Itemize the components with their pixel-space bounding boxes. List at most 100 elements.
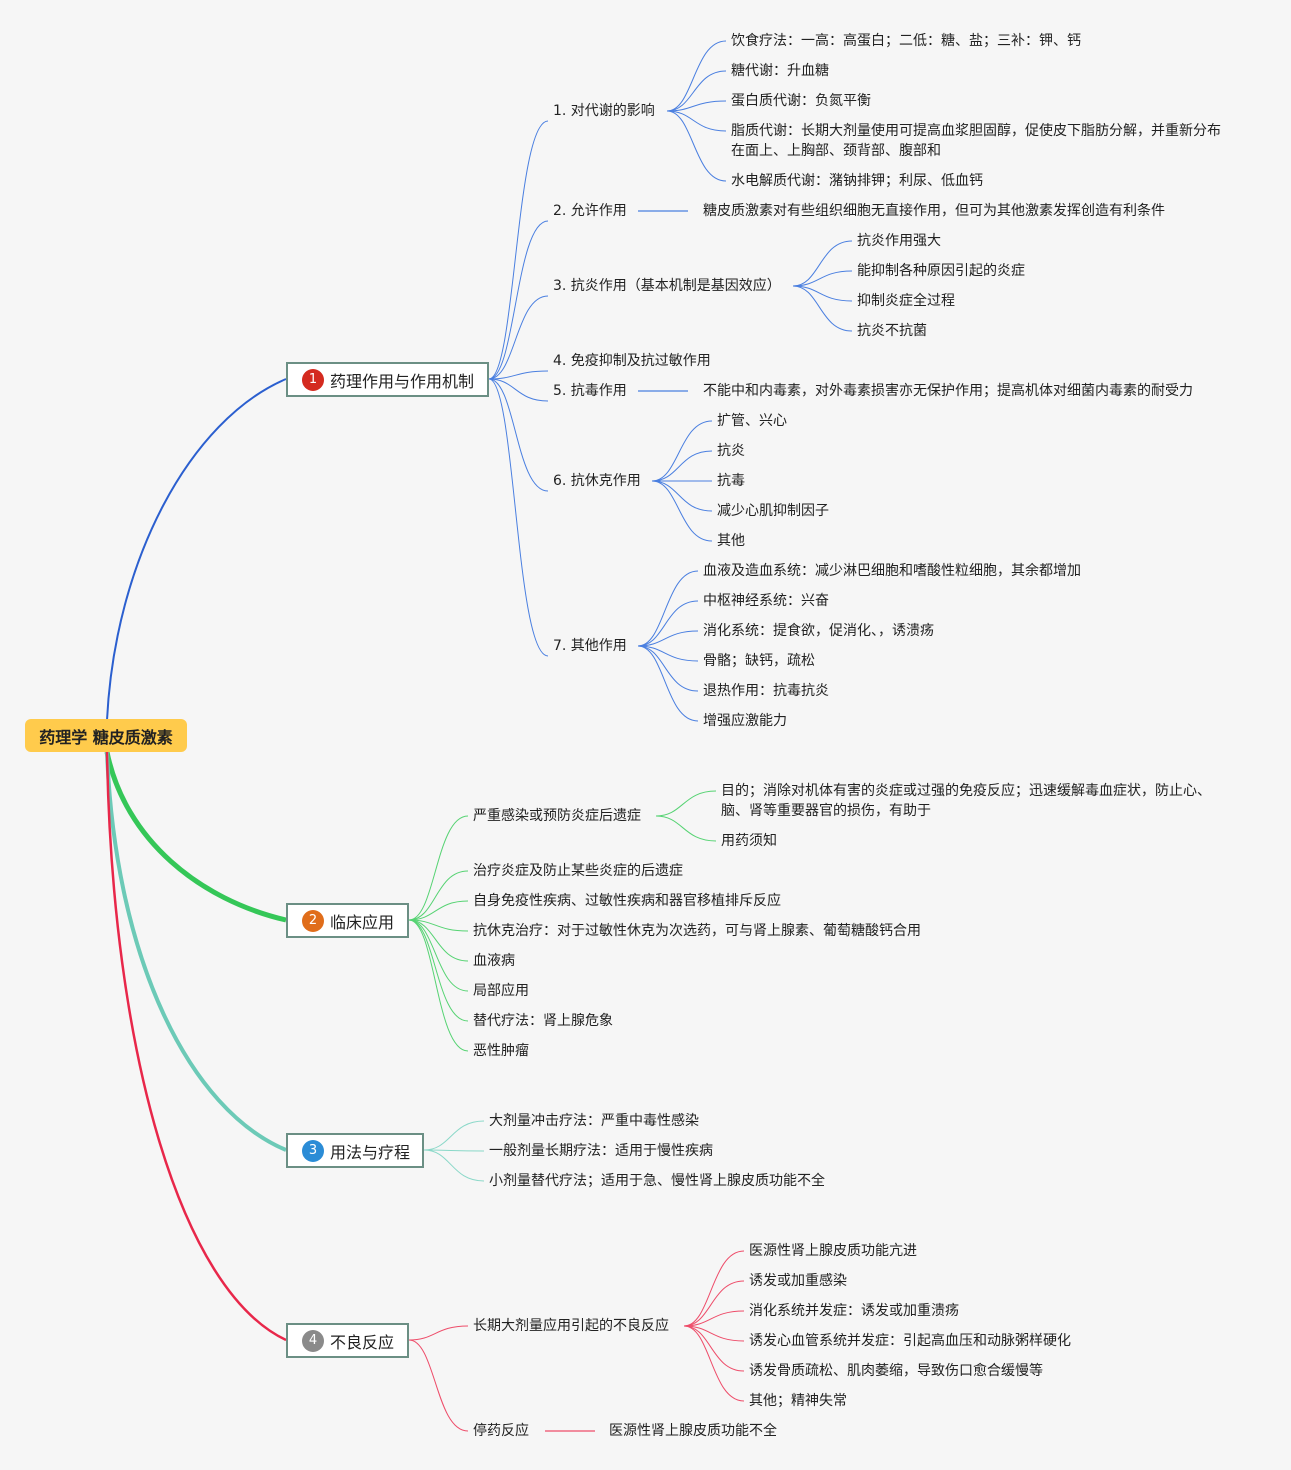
leaf-connector [792, 285, 853, 332]
leaf-permissive-detail[interactable]: 糖皮质激素对有些组织细胞无直接作用，但可为其他激素发挥创造有利条件 [703, 203, 1165, 219]
sub-topic-connector [423, 1120, 485, 1151]
leaf-anti-inflammatory[interactable]: 能抑制各种原因引起的炎症 [857, 263, 1025, 279]
leaf-connector [683, 1325, 745, 1372]
branch-adverse-reactions[interactable]: 4 不良反应 [286, 1323, 409, 1358]
topic-antitoxin[interactable]: 5. 抗毒作用 [553, 383, 627, 399]
leaf-adverse[interactable]: 诱发心血管系统并发症：引起高血压和动脉粥样硬化 [749, 1333, 1071, 1349]
leaf-connector [655, 815, 717, 842]
sub-topic-connector [408, 1339, 469, 1432]
leaf-clinical-use[interactable]: 治疗炎症及防止某些炎症的后遗症 [473, 863, 683, 879]
leaf-clinical-use[interactable]: 替代疗法：肾上腺危象 [473, 1013, 613, 1029]
leaf-connector [666, 100, 727, 112]
number-1-badge-icon: 1 [302, 368, 324, 391]
leaf-clinical-use[interactable]: 恶性肿瘤 [473, 1043, 529, 1059]
root-topic[interactable]: 药理学 糖皮质激素 [25, 719, 187, 752]
sub-topic-connector [408, 919, 469, 962]
leaf-severe-purpose[interactable]: 目的；消除对机体有害的炎症或过强的免疫反应；迅速缓解毒血症状，防止心、脑、肾等重… [721, 783, 1211, 819]
leaf-severe-notice[interactable]: 用药须知 [721, 833, 777, 849]
topic-severe-infection[interactable]: 严重感染或预防炎症后遗症 [473, 808, 641, 824]
leaf-adverse[interactable]: 消化系统并发症：诱发或加重溃疡 [749, 1303, 959, 1319]
leaf-usage[interactable]: 大剂量冲击疗法：严重中毒性感染 [489, 1113, 699, 1129]
leaf-connector [651, 450, 713, 482]
sub-topic-connector [408, 1325, 469, 1341]
leaf-antishock[interactable]: 扩管、兴心 [717, 413, 787, 429]
sub-topic-connector [408, 919, 469, 992]
leaf-clinical-use[interactable]: 自身免疫性疾病、过敏性疾病和器官移植排斥反应 [473, 893, 781, 909]
leaf-connector [637, 630, 699, 647]
branch-label: 用法与疗程 [330, 1142, 411, 1162]
leaf-other-effect[interactable]: 血液及造血系统：减少淋巴细胞和嗜酸性粒细胞，其余都增加 [703, 563, 1081, 579]
leaf-usage[interactable]: 一般剂量长期疗法：适用于慢性疾病 [489, 1143, 713, 1159]
number-2-badge-icon: 2 [302, 909, 324, 932]
leaf-connector [683, 1310, 745, 1327]
leaf-clinical-use[interactable]: 抗休克治疗：对于过敏性休克为次选药，可与肾上腺素、葡萄糖酸钙合用 [473, 923, 921, 939]
leaf-other-effect[interactable]: 消化系统：提食欲，促消化、，诱溃疡 [703, 623, 934, 639]
topic-anti-inflammatory[interactable]: 3. 抗炎作用（基本机制是基因效应） [553, 278, 781, 294]
topic-immune-suppression[interactable]: 4. 免疫抑制及抗过敏作用 [553, 353, 711, 369]
topic-withdrawal[interactable]: 停药反应 [473, 1423, 529, 1439]
topic-metabolism[interactable]: 1. 对代谢的影响 [553, 103, 655, 119]
sub-topic-connector [488, 370, 549, 380]
branch-usage-course[interactable]: 3 用法与疗程 [286, 1133, 424, 1168]
branch-pharmacology[interactable]: 1 药理作用与作用机制 [286, 362, 489, 397]
leaf-connector [637, 600, 699, 647]
leaf-adverse[interactable]: 诱发骨质疏松、肌肉萎缩，导致伤口愈合缓慢等 [749, 1363, 1043, 1379]
sub-topic-connector [408, 919, 469, 1022]
leaf-other-effect[interactable]: 中枢神经系统：兴奋 [703, 593, 829, 609]
sub-topic-connector [408, 815, 469, 921]
leaf-withdrawal-detail[interactable]: 医源性肾上腺皮质功能不全 [609, 1423, 777, 1439]
leaf-other-effect[interactable]: 增强应激能力 [703, 713, 787, 729]
leaf-lipid-metabolism[interactable]: 脂质代谢：长期大剂量使用可提高血浆胆固醇，促使皮下脂肪分解，并重新分布在面上、上… [731, 123, 1221, 159]
topic-longterm-adverse[interactable]: 长期大剂量应用引起的不良反应 [473, 1318, 669, 1334]
leaf-protein-metabolism[interactable]: 蛋白质代谢：负氮平衡 [731, 93, 871, 109]
topic-permissive[interactable]: 2. 允许作用 [553, 203, 627, 219]
leaf-connector [683, 1250, 745, 1327]
leaf-anti-inflammatory[interactable]: 抗炎不抗菌 [857, 323, 927, 339]
sub-topic-connector [423, 1149, 485, 1152]
branch-label: 不良反应 [330, 1332, 395, 1352]
leaf-antishock[interactable]: 抗炎 [717, 443, 745, 459]
leaf-anti-inflammatory[interactable]: 抑制炎症全过程 [857, 293, 955, 309]
branch-label: 药理作用与作用机制 [330, 371, 475, 391]
sub-topic-connector [423, 1149, 485, 1182]
main-branch-connector [105, 751, 287, 1152]
leaf-antitoxin-detail[interactable]: 不能中和内毒素，对外毒素损害亦无保护作用；提高机体对细菌内毒素的耐受力 [703, 383, 1193, 399]
leaf-clinical-use[interactable]: 局部应用 [473, 983, 529, 999]
leaf-connector [655, 790, 717, 817]
leaf-antishock[interactable]: 减少心肌抑制因子 [717, 503, 829, 519]
sub-topic-connector [488, 378, 549, 492]
leaf-electrolyte-metabolism[interactable]: 水电解质代谢：潴钠排钾；利尿、低血钙 [731, 173, 983, 189]
sub-topic-connector [488, 220, 549, 380]
number-3-badge-icon: 3 [302, 1139, 324, 1162]
main-branch-connector [105, 751, 287, 1342]
leaf-connector [683, 1280, 745, 1327]
leaf-other-effect[interactable]: 退热作用：抗毒抗炎 [703, 683, 829, 699]
sub-topic-connector [488, 378, 549, 657]
topic-other-effects[interactable]: 7. 其他作用 [553, 638, 627, 654]
sub-topic-connector [488, 120, 549, 380]
branch-clinical-use[interactable]: 2 临床应用 [286, 903, 409, 938]
leaf-antishock[interactable]: 其他 [717, 533, 745, 549]
leaf-connector [637, 645, 699, 692]
leaf-connector [666, 70, 727, 112]
leaf-diet-therapy[interactable]: 饮食疗法：一高：高蛋白；二低：糖、盐；三补：钾、钙 [731, 33, 1081, 49]
topic-antishock[interactable]: 6. 抗休克作用 [553, 473, 641, 489]
leaf-clinical-use[interactable]: 血液病 [473, 953, 515, 969]
sub-topic-connector [408, 919, 469, 1052]
leaf-connector [683, 1325, 745, 1402]
leaf-adverse[interactable]: 医源性肾上腺皮质功能亢进 [749, 1243, 917, 1259]
leaf-antishock[interactable]: 抗毒 [717, 473, 745, 489]
leaf-anti-inflammatory[interactable]: 抗炎作用强大 [857, 233, 941, 249]
leaf-connector [637, 645, 699, 662]
leaf-sugar-metabolism[interactable]: 糖代谢：升血糖 [731, 63, 829, 79]
leaf-connector [637, 570, 699, 647]
leaf-adverse[interactable]: 诱发或加重感染 [749, 1273, 847, 1289]
leaf-connector [651, 480, 713, 542]
leaf-usage[interactable]: 小剂量替代疗法；适用于急、慢性肾上腺皮质功能不全 [489, 1173, 825, 1189]
leaf-connector [666, 110, 727, 132]
leaf-connector [792, 240, 853, 287]
leaf-adverse[interactable]: 其他；精神失常 [749, 1393, 847, 1409]
leaf-other-effect[interactable]: 骨骼；缺钙，疏松 [703, 653, 815, 669]
branch-label: 临床应用 [330, 912, 395, 932]
